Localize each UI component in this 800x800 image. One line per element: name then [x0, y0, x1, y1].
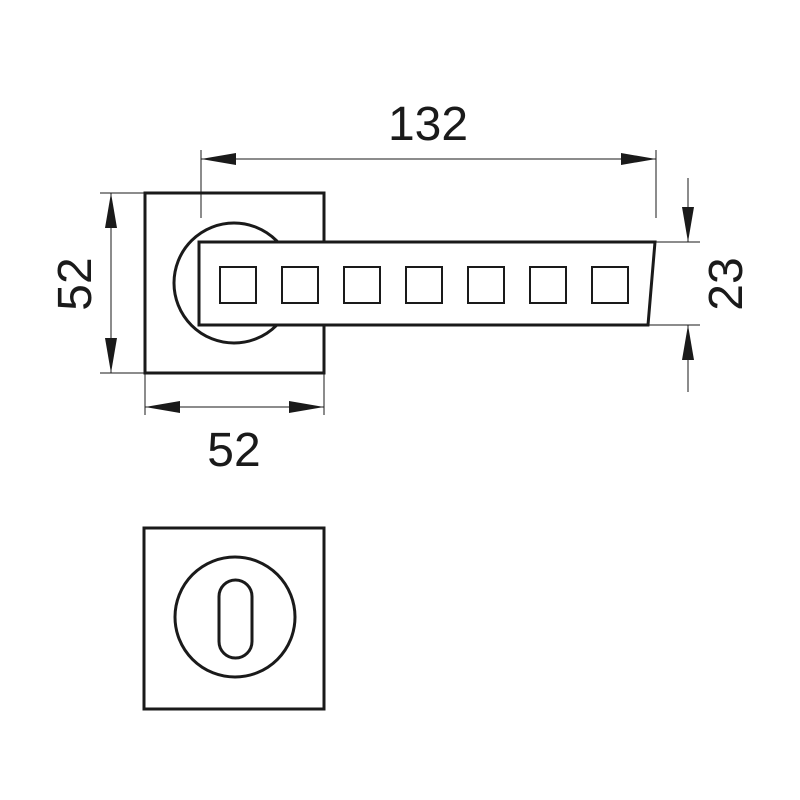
arrowhead-bottom	[682, 325, 694, 360]
lever-handle-view	[143, 191, 657, 375]
lever-cutouts	[219, 266, 629, 304]
arrowhead-left	[145, 401, 180, 413]
dimension-label-lever-height: 23	[700, 257, 753, 310]
escutcheon-view	[142, 526, 326, 711]
square-cutout	[281, 266, 319, 304]
round-escutcheon	[173, 555, 297, 679]
arrowhead-top	[682, 207, 694, 242]
arrowhead-right	[621, 153, 656, 165]
square-cutout	[529, 266, 567, 304]
lever-arm	[197, 240, 657, 327]
arrowhead-bottom	[105, 338, 117, 373]
square-cutout	[467, 266, 505, 304]
square-cutout	[219, 266, 257, 304]
arrowhead-right	[289, 401, 324, 413]
dimension-length: 132	[200, 98, 657, 218]
dimension-rose-width: 52	[144, 373, 325, 477]
dimension-label-rose-height: 52	[49, 257, 102, 310]
dimension-label-rose-width: 52	[207, 424, 260, 477]
dimension-rose-height: 52	[49, 192, 145, 374]
square-cutout	[405, 266, 443, 304]
square-cutout	[591, 266, 629, 304]
keyhole-slot	[217, 578, 254, 660]
arrowhead-top	[105, 193, 117, 228]
dimension-label-length: 132	[388, 98, 468, 151]
dimension-lever-height: 23	[648, 178, 753, 392]
square-cutout	[343, 266, 381, 304]
square-escutcheon-plate	[142, 526, 326, 711]
arrowhead-left	[201, 153, 236, 165]
